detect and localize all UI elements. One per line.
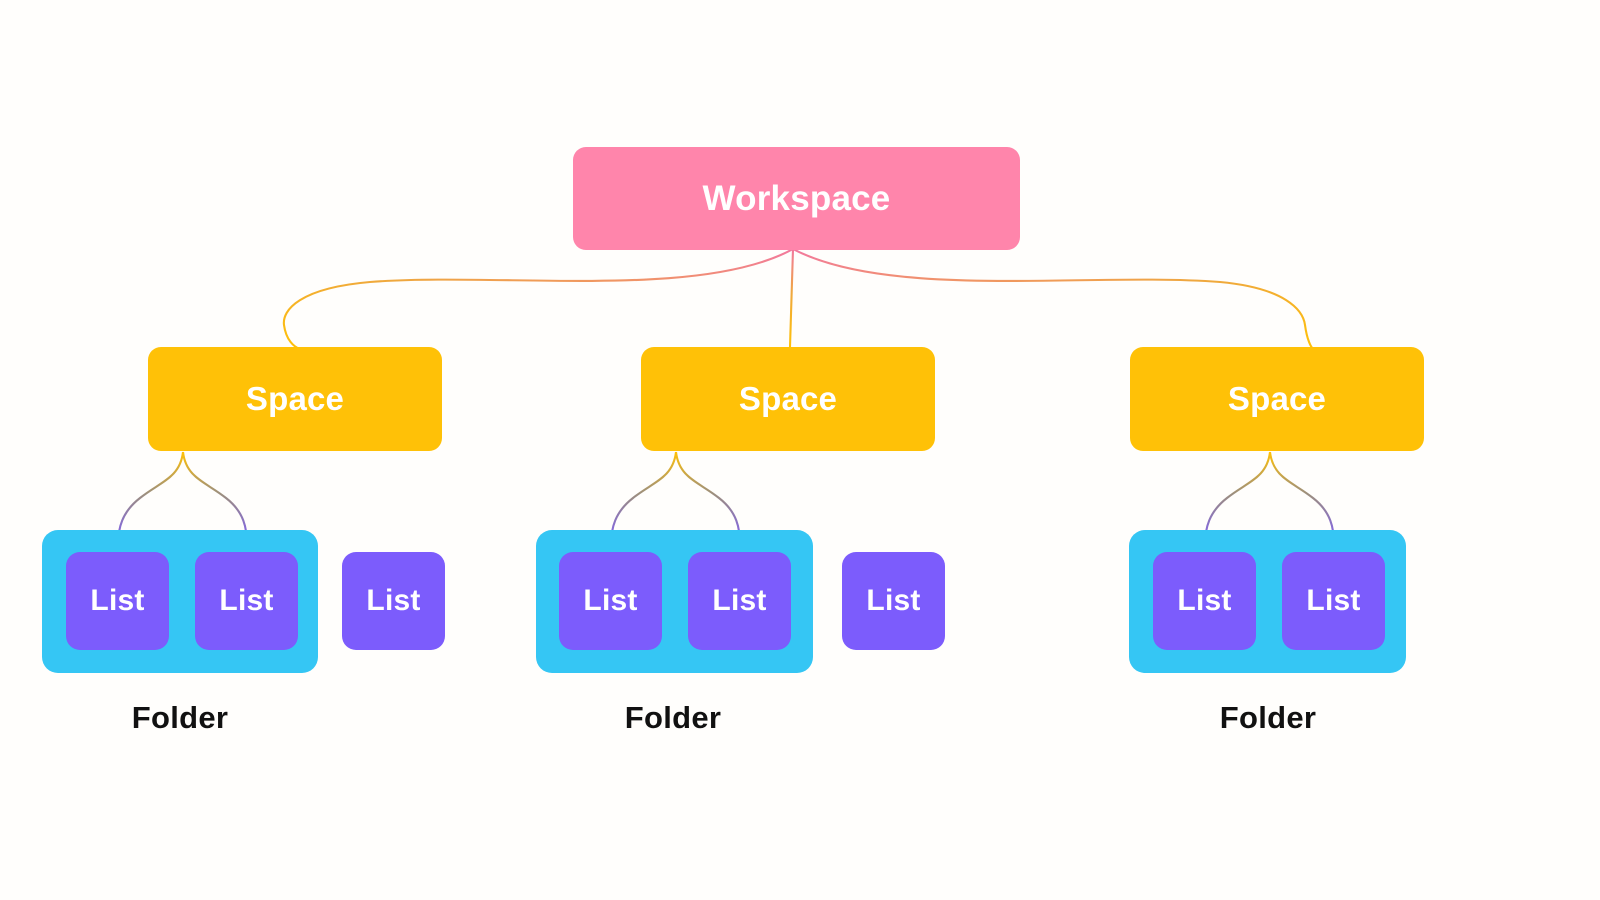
list-node-1-standalone[interactable]: List <box>342 552 445 650</box>
list-node-2-standalone[interactable]: List <box>842 552 945 650</box>
list-node-1b[interactable]: List <box>195 552 298 650</box>
folder-label-2: Folder <box>624 700 722 735</box>
list-node-3a[interactable]: List <box>1153 552 1256 650</box>
connector-workspace-space-2 <box>788 248 795 348</box>
connector-workspace-space-1 <box>282 248 794 350</box>
connector-workspace-space-3 <box>792 248 1314 350</box>
list-node-2b[interactable]: List <box>688 552 791 650</box>
workspace-node[interactable]: Workspace <box>573 147 1020 250</box>
space-node-3[interactable]: Space <box>1130 347 1424 451</box>
list-node-1a[interactable]: List <box>66 552 169 650</box>
folder-label-1: Folder <box>131 700 229 735</box>
folder-label-3: Folder <box>1219 700 1317 735</box>
list-node-2a[interactable]: List <box>559 552 662 650</box>
space-node-1[interactable]: Space <box>148 347 442 451</box>
list-node-3b[interactable]: List <box>1282 552 1385 650</box>
space-node-2[interactable]: Space <box>641 347 935 451</box>
